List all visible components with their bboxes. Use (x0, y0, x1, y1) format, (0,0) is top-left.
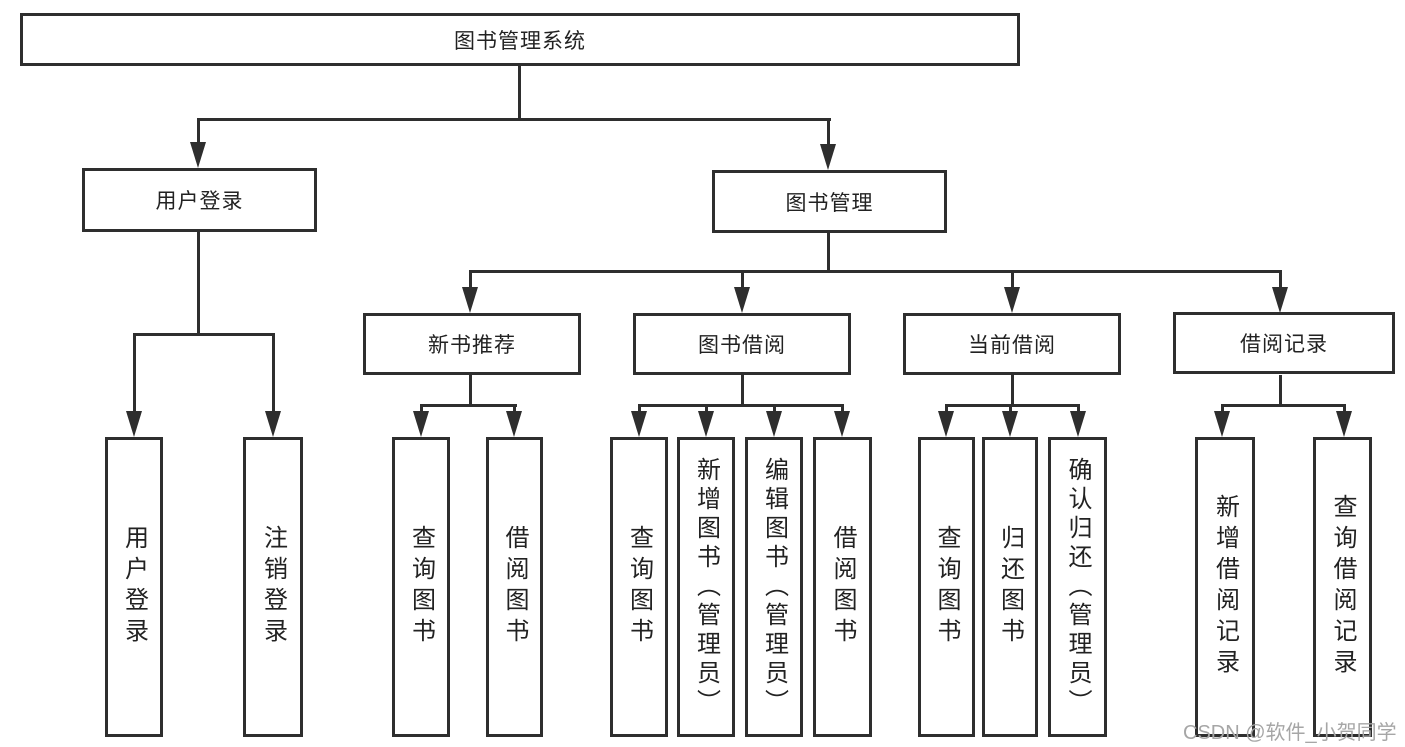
arrowhead-icon (1004, 287, 1020, 313)
connector-line (1221, 404, 1345, 407)
arrowhead-icon (938, 411, 954, 437)
leaf-return-book: 归还图书 (982, 437, 1038, 737)
node-label: 当前借阅 (968, 334, 1056, 357)
leaf-add-book-admin: 新增图书（管理员） (677, 437, 735, 737)
node-label: 查询图书 (933, 525, 960, 649)
leaf-borrow-book-recommend: 借阅图书 (486, 437, 543, 737)
leaf-logout: 注销登录 (243, 437, 303, 737)
arrowhead-icon (820, 144, 836, 170)
arrowhead-icon (413, 411, 429, 437)
node-label: 查询借阅记录 (1329, 494, 1356, 680)
leaf-query-book-current: 查询图书 (918, 437, 975, 737)
connector-line (518, 66, 521, 121)
watermark: CSDN @软件_小贺同学 (1183, 722, 1397, 744)
connector-line (1343, 404, 1346, 416)
node-label: 新书推荐 (428, 334, 516, 357)
connector-line (741, 375, 744, 407)
node-borrow-record: 借阅记录 (1173, 312, 1395, 374)
connector-line (1011, 270, 1014, 288)
node-label: 查询图书 (407, 525, 435, 649)
connector-line (420, 404, 423, 416)
arrowhead-icon (265, 411, 281, 437)
node-book-borrow: 图书借阅 (633, 313, 851, 375)
node-new-book-recommend: 新书推荐 (363, 313, 581, 375)
node-label: 图书管理 (785, 191, 874, 215)
node-library-system: 图书管理系统 (20, 13, 1020, 66)
arrowhead-icon (190, 142, 206, 168)
connector-line (133, 333, 275, 336)
arrowhead-icon (1002, 411, 1018, 437)
connector-line (945, 404, 948, 416)
arrowhead-icon (766, 411, 782, 437)
node-label: 图书管理系统 (454, 29, 586, 53)
node-label: 用户登录 (155, 190, 244, 213)
leaf-borrow-book: 借阅图书 (813, 437, 872, 737)
node-label: 新增图书（管理员） (692, 456, 720, 718)
connector-line (1221, 404, 1224, 416)
connector-line (197, 232, 200, 335)
connector-line (1011, 375, 1014, 407)
connector-line (469, 270, 1282, 273)
node-label: 注销登录 (259, 525, 287, 649)
node-user-login: 用户登录 (82, 168, 317, 232)
connector-line (1279, 375, 1282, 407)
leaf-confirm-return-admin: 确认归还（管理员） (1048, 437, 1107, 737)
connector-line (197, 118, 200, 144)
arrowhead-icon (1272, 287, 1288, 313)
leaf-user-login: 用户登录 (105, 437, 163, 737)
arrowhead-icon (734, 287, 750, 313)
node-label: 查询图书 (625, 525, 653, 649)
node-current-borrow: 当前借阅 (903, 313, 1121, 375)
connector-line (133, 333, 136, 413)
connector-line (469, 375, 472, 407)
connector-line (741, 270, 744, 288)
node-label: 用户登录 (120, 525, 148, 649)
leaf-edit-book-admin: 编辑图书（管理员） (745, 437, 803, 737)
connector-line (1009, 404, 1012, 416)
connector-line (513, 404, 516, 416)
connector-line (272, 333, 275, 413)
connector-line (638, 404, 641, 416)
node-label: 新增借阅记录 (1211, 494, 1239, 680)
node-label: 归还图书 (996, 525, 1024, 649)
connector-line (945, 404, 1080, 407)
node-label: 确认归还（管理员） (1064, 456, 1091, 718)
node-label: 借阅记录 (1240, 333, 1328, 356)
connector-line (197, 118, 831, 121)
connector-line (1279, 270, 1282, 288)
leaf-query-book-recommend: 查询图书 (392, 437, 450, 737)
arrowhead-icon (1336, 411, 1352, 437)
node-book-management: 图书管理 (712, 170, 947, 233)
connector-line (705, 404, 708, 416)
connector-line (638, 404, 844, 407)
arrowhead-icon (1214, 411, 1230, 437)
connector-line (827, 118, 830, 146)
arrowhead-icon (631, 411, 647, 437)
leaf-add-borrow-record: 新增借阅记录 (1195, 437, 1255, 737)
connector-line (469, 270, 472, 288)
arrowhead-icon (1070, 411, 1086, 437)
node-label: 借阅图书 (501, 525, 528, 649)
connector-line (1077, 404, 1080, 416)
arrowhead-icon (506, 411, 522, 437)
connector-line (841, 404, 844, 416)
arrowhead-icon (834, 411, 850, 437)
node-label: 借阅图书 (829, 525, 856, 649)
leaf-query-book-borrow: 查询图书 (610, 437, 668, 737)
arrowhead-icon (462, 287, 478, 313)
leaf-query-borrow-record: 查询借阅记录 (1313, 437, 1372, 737)
connector-line (827, 233, 830, 272)
node-label: 编辑图书（管理员） (760, 456, 788, 718)
connector-line (773, 404, 776, 416)
connector-line (420, 404, 517, 407)
arrowhead-icon (126, 411, 142, 437)
node-label: 图书借阅 (698, 334, 786, 357)
arrowhead-icon (698, 411, 714, 437)
